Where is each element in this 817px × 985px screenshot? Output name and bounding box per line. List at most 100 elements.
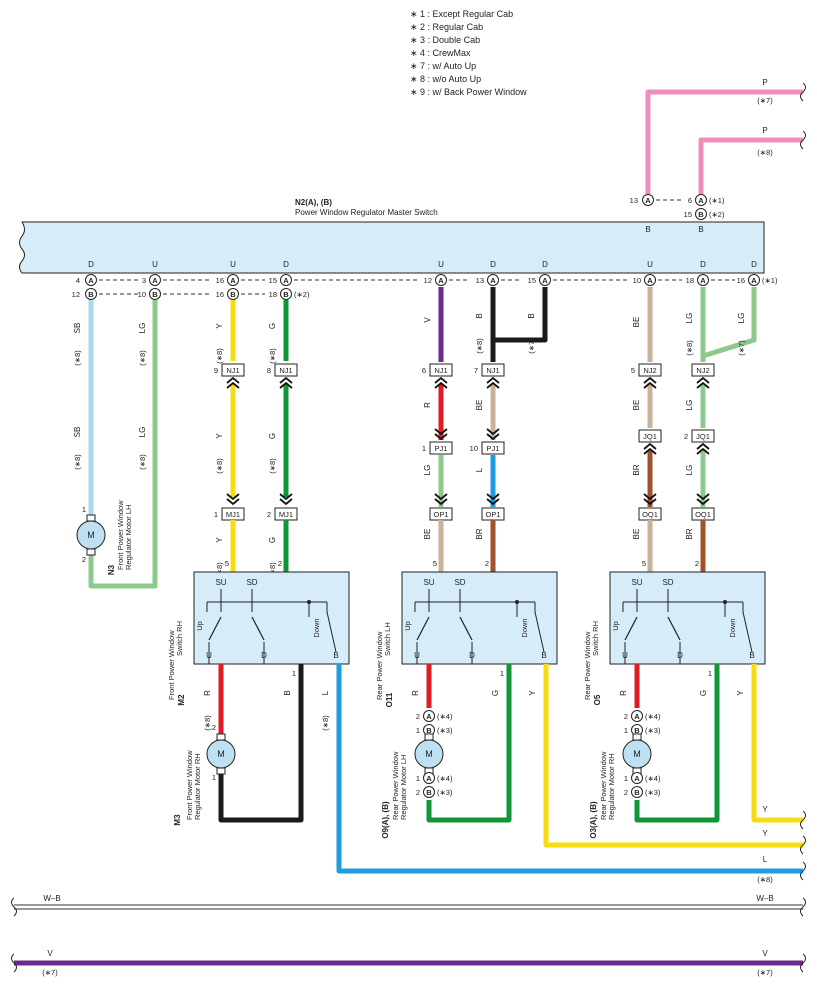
label: 2 [624,712,628,721]
label: 12 [72,290,80,299]
label: (∗4) [645,774,661,783]
pin-circle [642,194,654,206]
label: W–B [43,894,60,903]
pin-letter: A [751,276,757,285]
chevron-icon [226,376,240,384]
chevron-icon [434,493,448,501]
pin-letter: A [647,276,653,285]
wire-color-label: BE [632,317,641,328]
pin-letter: A [88,276,94,285]
wire-color-label: LG [685,313,694,324]
connector-pin: 1 [214,510,218,519]
switch-box [401,571,558,665]
terminal-label: B [333,651,338,660]
connector-pin: 5 [631,366,635,375]
pin-circle [695,208,707,220]
pin-letter: A [438,276,444,285]
label: B [698,225,703,234]
wire-color-label: G [699,690,708,696]
label: L [763,855,768,864]
label: M2 [177,694,186,706]
wire-note: (∗8) [73,454,82,470]
connector-box [429,441,453,455]
break-mark-icon [800,810,806,830]
pin-letter: B [230,290,236,299]
wire-note: (∗8) [215,458,224,474]
break-mark-icon [800,82,806,102]
label: (∗7) [42,968,58,977]
pin-letter: A [700,276,706,285]
pin-letter: B [426,726,432,735]
pin-letter: A [490,276,496,285]
chevron-icon [696,447,710,455]
wire-color-label: R [203,690,212,696]
switch-down-label: Down [312,618,321,637]
terminal-letter: D [490,260,496,269]
pin-circle [85,288,97,300]
label: W–B [756,894,773,903]
wire [426,664,512,823]
wire-note: (∗8) [215,562,224,578]
break-mark-icon [800,953,806,973]
pin-circle [149,288,161,300]
label: (∗3) [437,726,453,735]
pin-letter: B [634,726,640,735]
terminal-letter: D [751,260,757,269]
connector-pin: 2 [684,432,688,441]
pin-circle [644,274,656,286]
terminal-letter: U [230,260,236,269]
wire-note: (∗8) [321,715,330,731]
label: 1 [82,505,86,514]
chevron-icon [696,498,710,506]
label: M3 [173,814,182,826]
motor-bracket [86,548,96,556]
motor-label: M [87,530,95,540]
wire-color-label: BR [475,528,484,539]
connector-box [691,363,715,377]
label: Rear Power Window [583,631,592,700]
switch-blade [208,616,222,641]
chevron-icon [279,498,293,506]
terminal-label: U [414,651,420,660]
pin-letter: B [426,788,432,797]
chevron-icon [643,376,657,384]
legend: ∗ 1 : Except Regular Cab ∗ 2 : Regular C… [410,8,527,99]
terminal-label: D [261,651,267,660]
pin-circle [748,274,760,286]
wire-color-label: BE [423,529,432,540]
pin-letter: B [88,290,94,299]
label: 15 [528,276,536,285]
label: (∗3) [645,726,661,735]
pin-letter: A [542,276,548,285]
pin-circle [539,274,551,286]
connector-name: NJ1 [486,366,499,375]
pin-circle [85,274,97,286]
label: 1 [416,774,420,783]
wire-color-label: L [321,690,330,695]
pin-letter: A [698,196,704,205]
label: 1 [292,669,296,678]
wire-color-label: BR [685,528,694,539]
label: 15 [269,276,277,285]
terminal-label: SU [215,578,226,587]
switch-blade [416,616,430,641]
connector-box [638,429,662,443]
chevron-icon [486,433,500,441]
wire-note: (∗8) [138,454,147,470]
chevron-icon [486,493,500,501]
break-mark-icon [800,861,806,881]
connector-name: NJ2 [696,366,709,375]
pin-letter: A [283,276,289,285]
label: 2 [485,559,489,568]
pin-letter: A [426,712,432,721]
label: B [645,225,650,234]
label: 1 [624,774,628,783]
label: 18 [686,276,694,285]
label: 2 [278,559,282,568]
label: Front Power Window [185,750,194,820]
terminal-label: B [541,651,546,660]
wire-color-label: G [268,323,277,329]
terminal-label: D [677,651,683,660]
motor-label: M [633,749,641,759]
legend-item: ∗ 4 : CrewMax [410,48,471,58]
